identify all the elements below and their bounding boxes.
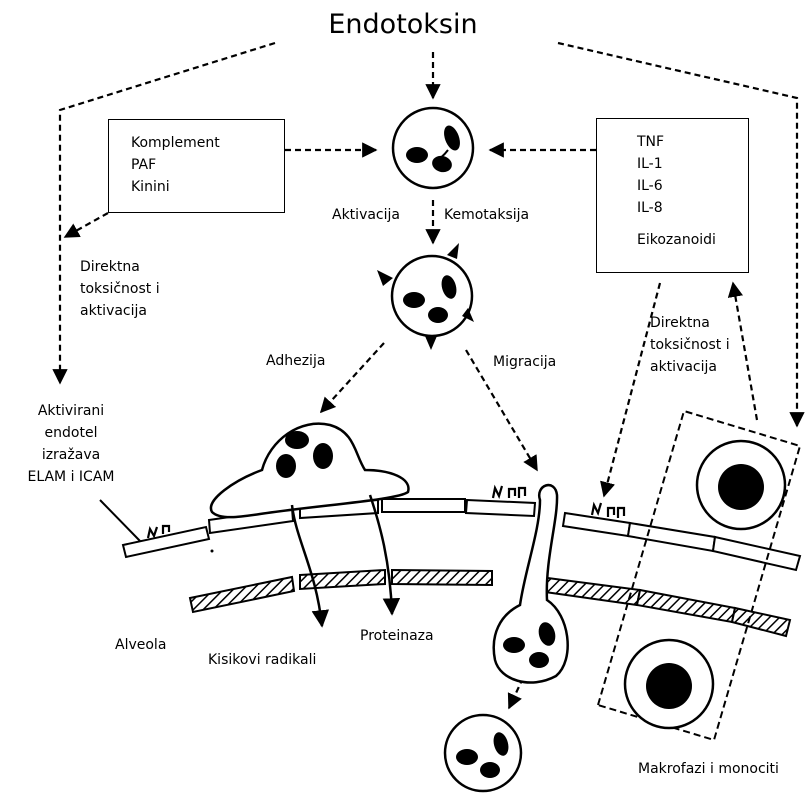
label-aktivirani-2: endotel xyxy=(44,425,98,441)
arrow-migracija xyxy=(465,349,538,472)
neutrophil-top xyxy=(391,106,475,190)
label-kemotaksija: Kemotaksija xyxy=(444,207,530,223)
arrow-endotoxin-left xyxy=(52,41,276,385)
label-direktna-left-1: Direktna xyxy=(80,259,140,275)
label-kisikovi-radikali: Kisikovi radikali xyxy=(208,652,317,668)
label-aktivacija: Aktivacija xyxy=(332,207,400,223)
endothelium-segment xyxy=(121,525,211,559)
label-makrofazi: Makrofazi i monociti xyxy=(638,761,779,777)
radical-arrows xyxy=(290,494,401,628)
arrow-escape-down xyxy=(507,677,524,710)
adhering-neutrophil xyxy=(209,422,410,519)
arrow-right-direktna-down xyxy=(600,282,662,498)
macrophage-box xyxy=(596,409,802,742)
label-alveola: Alveola xyxy=(115,637,167,653)
cytokine-il8: IL-8 xyxy=(637,200,663,216)
eikozanoidi: Eikozanoidi xyxy=(637,232,716,248)
basement-membrane xyxy=(188,568,792,638)
arrow-endotoxin-right xyxy=(557,41,805,428)
label-adhezija: Adhezija xyxy=(266,353,326,369)
endothelium-segment xyxy=(626,521,717,553)
mediator-komplement: Komplement xyxy=(131,135,220,151)
endothelium-segment xyxy=(464,498,537,518)
cytokine-tnf: TNF xyxy=(637,134,665,150)
cytokine-il6: IL-6 xyxy=(637,178,663,194)
cytokine-il1: IL-1 xyxy=(637,156,663,172)
endothelium-segment xyxy=(711,535,802,572)
arrow-leftbox-out xyxy=(63,212,109,238)
right-cytokine-box: TNF IL-1 IL-6 IL-8 Eikozanoidi xyxy=(596,118,749,273)
top-arrows xyxy=(52,41,805,710)
neutrophil-escaped xyxy=(443,713,523,793)
pointer-endotel xyxy=(99,499,141,542)
label-aktivirani-1: Aktivirani xyxy=(37,403,105,419)
label-direktna-left-3: aktivacija xyxy=(80,303,147,319)
label-direktna-right-1: Direktna xyxy=(650,315,710,331)
label-direktna-right-2: toksičnost i xyxy=(650,337,730,353)
neutrophil-activated xyxy=(377,243,474,350)
label-aktivirani-4: ELAM i ICAM xyxy=(27,469,115,485)
label-proteinaza: Proteinaza xyxy=(360,628,434,644)
diagram-title: Endotoksin xyxy=(328,9,478,40)
label-migracija: Migracija xyxy=(493,354,557,370)
dot-mark xyxy=(210,549,214,553)
label-aktivirani-3: izražava xyxy=(41,447,101,463)
label-direktna-left-2: toksičnost i xyxy=(80,281,160,297)
endothelium-segment xyxy=(561,511,632,538)
endothelium-segment xyxy=(381,498,466,513)
label-direktna-right-3: aktivacija xyxy=(650,359,717,375)
migrating-neutrophil xyxy=(492,483,569,684)
arrow-macro-up xyxy=(727,281,759,421)
left-mediator-box: Komplement PAF Kinini xyxy=(108,119,285,213)
arrow-adhezija xyxy=(319,342,385,414)
mediator-paf: PAF xyxy=(131,157,157,173)
mediator-kinini: Kinini xyxy=(131,179,170,195)
